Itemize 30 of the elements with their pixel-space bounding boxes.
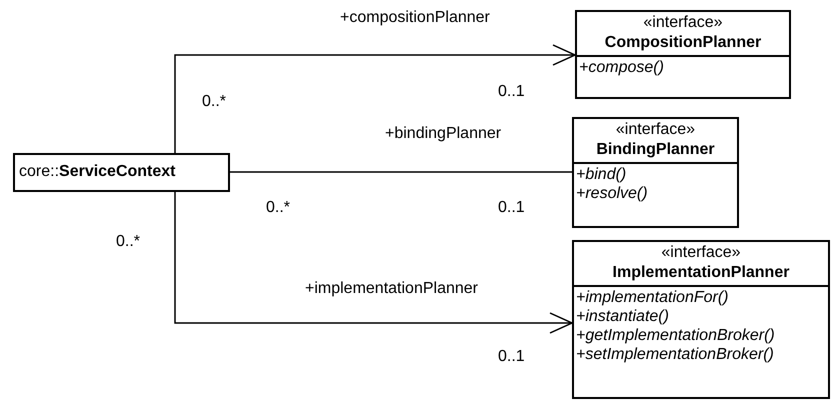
role-name: +bindingPlanner [385, 124, 502, 144]
association-arrow [174, 192, 573, 334]
class-box [13, 153, 230, 192]
multiplicity: 0..1 [498, 198, 525, 218]
class-name: core::ServiceContext [18, 162, 177, 182]
interface-box [572, 240, 830, 399]
operation: +setImplementationBroker() [576, 345, 775, 364]
interface-name: BindingPlanner [595, 140, 716, 160]
operation: +compose() [579, 58, 665, 77]
operation: +implementationFor() [576, 288, 730, 307]
operation: +bind() [576, 165, 628, 184]
multiplicity: 0..* [266, 198, 290, 218]
operation: +instantiate() [576, 307, 670, 326]
stereotype: «interface» [614, 120, 696, 140]
role-name: +implementationPlanner [305, 279, 478, 299]
multiplicity: 0..1 [498, 82, 525, 102]
association-arrow [174, 44, 576, 153]
multiplicity: 0..* [116, 232, 140, 252]
association-line [230, 171, 572, 173]
interface-name: CompositionPlanner [604, 33, 762, 53]
multiplicity: 0..* [202, 92, 226, 112]
stereotype: «interface» [660, 243, 742, 263]
interface-box [575, 10, 791, 99]
multiplicity: 0..1 [498, 347, 525, 367]
operation: +getImplementationBroker() [576, 326, 776, 345]
interface-box [572, 117, 739, 228]
operation: +resolve() [576, 184, 649, 203]
interface-name: ImplementationPlanner [612, 263, 790, 283]
stereotype: «interface» [642, 13, 724, 33]
role-name: +compositionPlanner [340, 8, 490, 28]
